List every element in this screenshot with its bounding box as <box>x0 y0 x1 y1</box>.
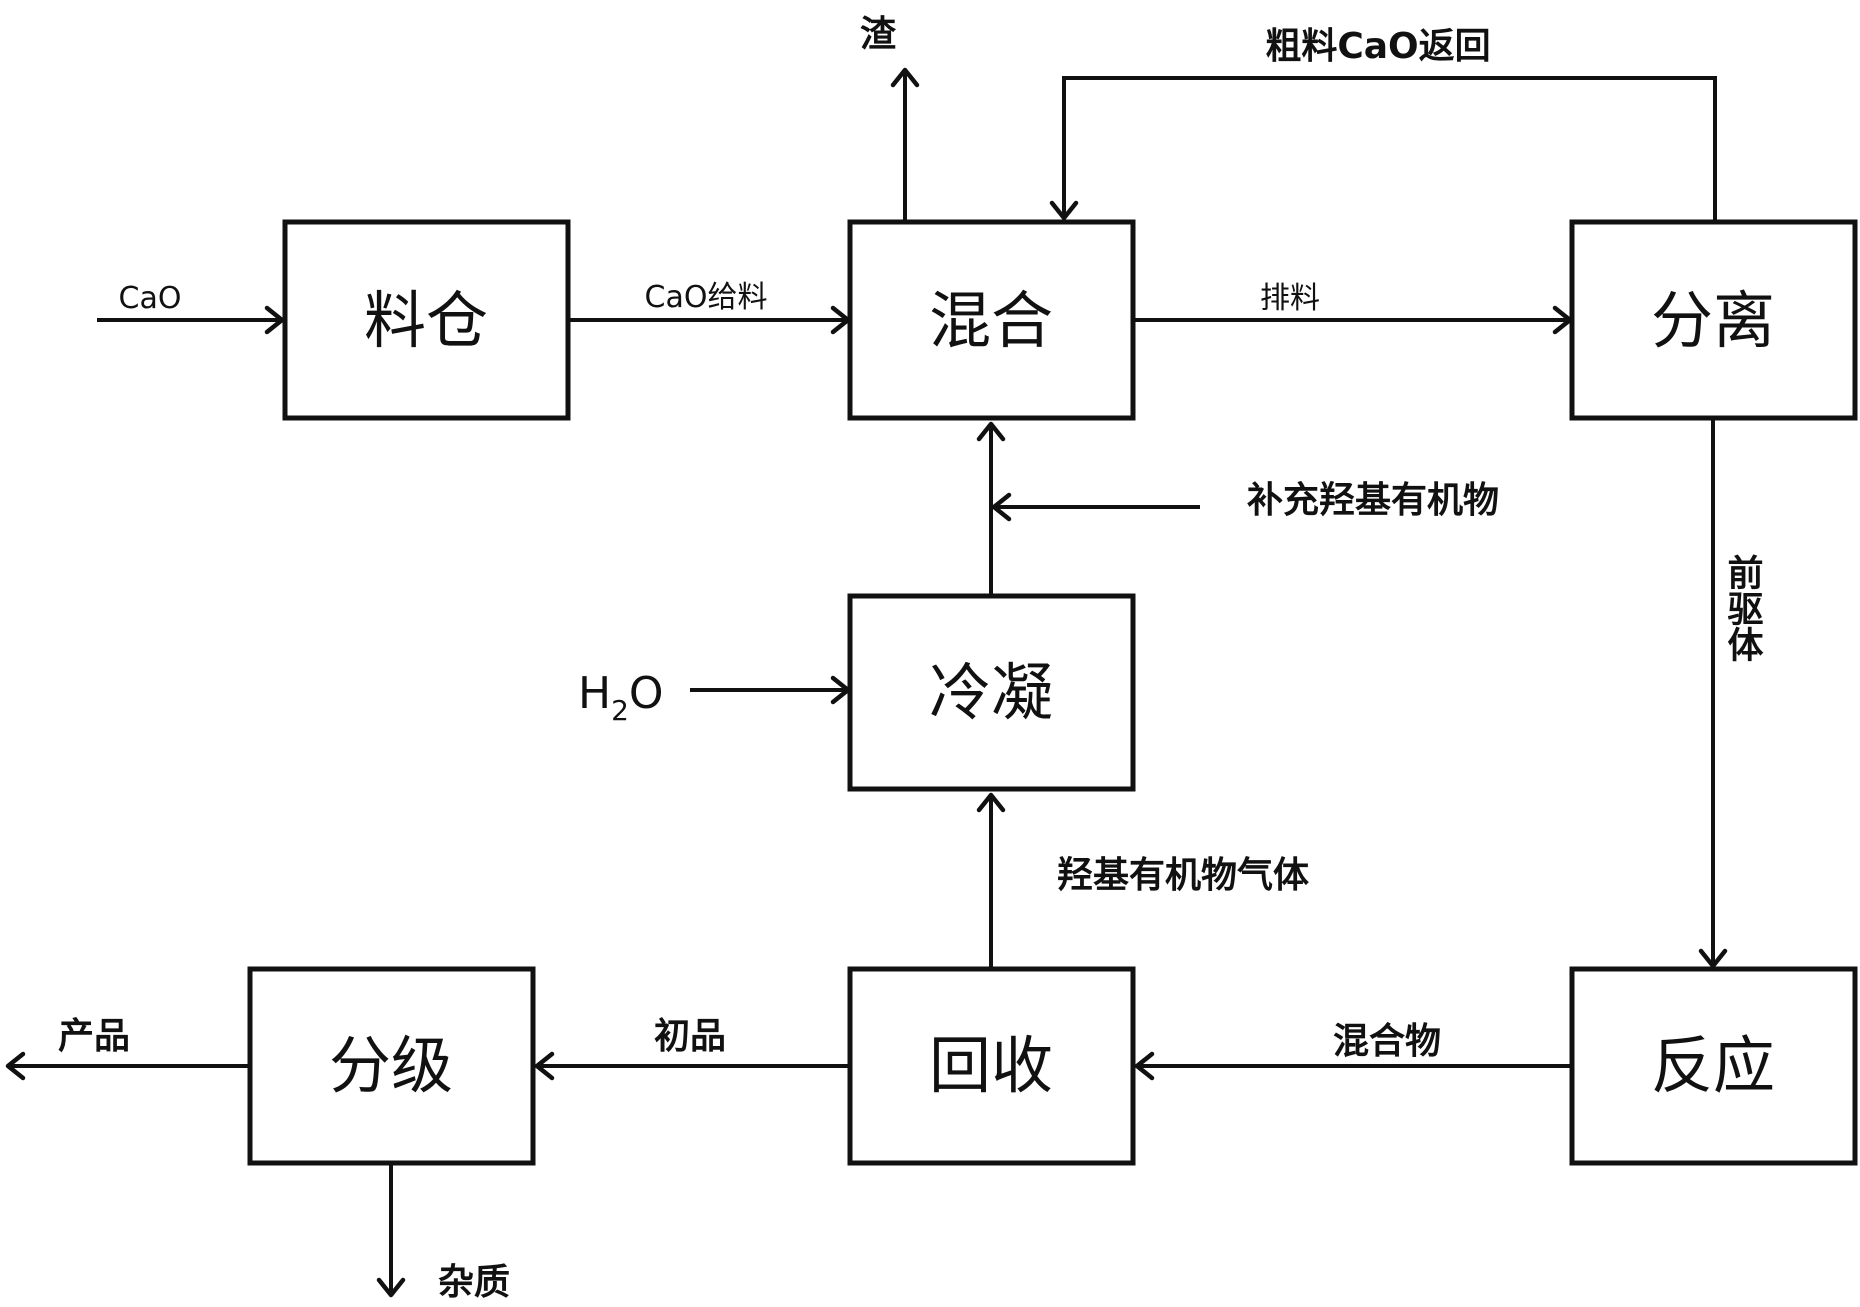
mixture-arrow <box>1134 1051 1570 1081</box>
water-in-arrow <box>690 675 851 705</box>
gas-label: 羟基有机物气体 <box>1057 855 1309 896</box>
cao-feed-label: CaO给料 <box>645 280 768 315</box>
huishou-box <box>847 966 1136 1166</box>
cao-in-arrow <box>97 305 285 335</box>
fenli-box <box>1569 219 1858 421</box>
impurity-label: 杂质 <box>438 1262 510 1303</box>
hunhe-label: 混合 <box>929 284 1053 357</box>
fenji-box <box>247 966 536 1166</box>
crude-cao-return-label: 粗料CaO返回 <box>1265 26 1490 67</box>
crude-cao-return-arrow <box>1049 76 1717 221</box>
product-label: 产品 <box>58 1016 130 1057</box>
huishou-label: 回收 <box>929 1029 1053 1102</box>
fenli-label: 分离 <box>1651 284 1775 357</box>
liaocang-label: 料仓 <box>364 284 488 357</box>
liaocang-box <box>282 219 571 421</box>
water-label: H2O <box>578 668 664 727</box>
supplement-arrow <box>991 492 1200 522</box>
fenji-label: 分级 <box>329 1029 453 1102</box>
condense-to-mix-arrow <box>976 421 1006 594</box>
lengning-label: 冷凝 <box>929 656 1053 729</box>
cao-in-label: CaO <box>119 281 182 316</box>
cao-feed-arrow <box>570 305 851 335</box>
discharge-arrow <box>1135 305 1573 335</box>
slag-arrow <box>890 67 920 220</box>
fanying-box <box>1569 966 1858 1166</box>
impurity-arrow <box>376 1165 406 1298</box>
water-subscript: 2 <box>611 694 629 727</box>
fanying-label: 反应 <box>1651 1029 1775 1102</box>
lengning-box <box>847 593 1136 792</box>
product-arrow <box>5 1051 248 1081</box>
supplement-label: 补充羟基有机物 <box>1247 480 1499 521</box>
slag-label: 渣 <box>860 14 897 55</box>
initial-product-arrow <box>534 1051 848 1081</box>
hunhe-box <box>847 219 1136 421</box>
water-h: H <box>578 668 611 719</box>
water-o: O <box>629 668 664 719</box>
precursor-arrow <box>1698 420 1728 969</box>
discharge-label: 排料 <box>1260 281 1320 316</box>
mixture-label: 混合物 <box>1333 1021 1441 1062</box>
gas-arrow <box>976 792 1006 967</box>
precursor-label: 前驱体 <box>1722 554 1764 662</box>
initial-product-label: 初品 <box>654 1016 726 1057</box>
